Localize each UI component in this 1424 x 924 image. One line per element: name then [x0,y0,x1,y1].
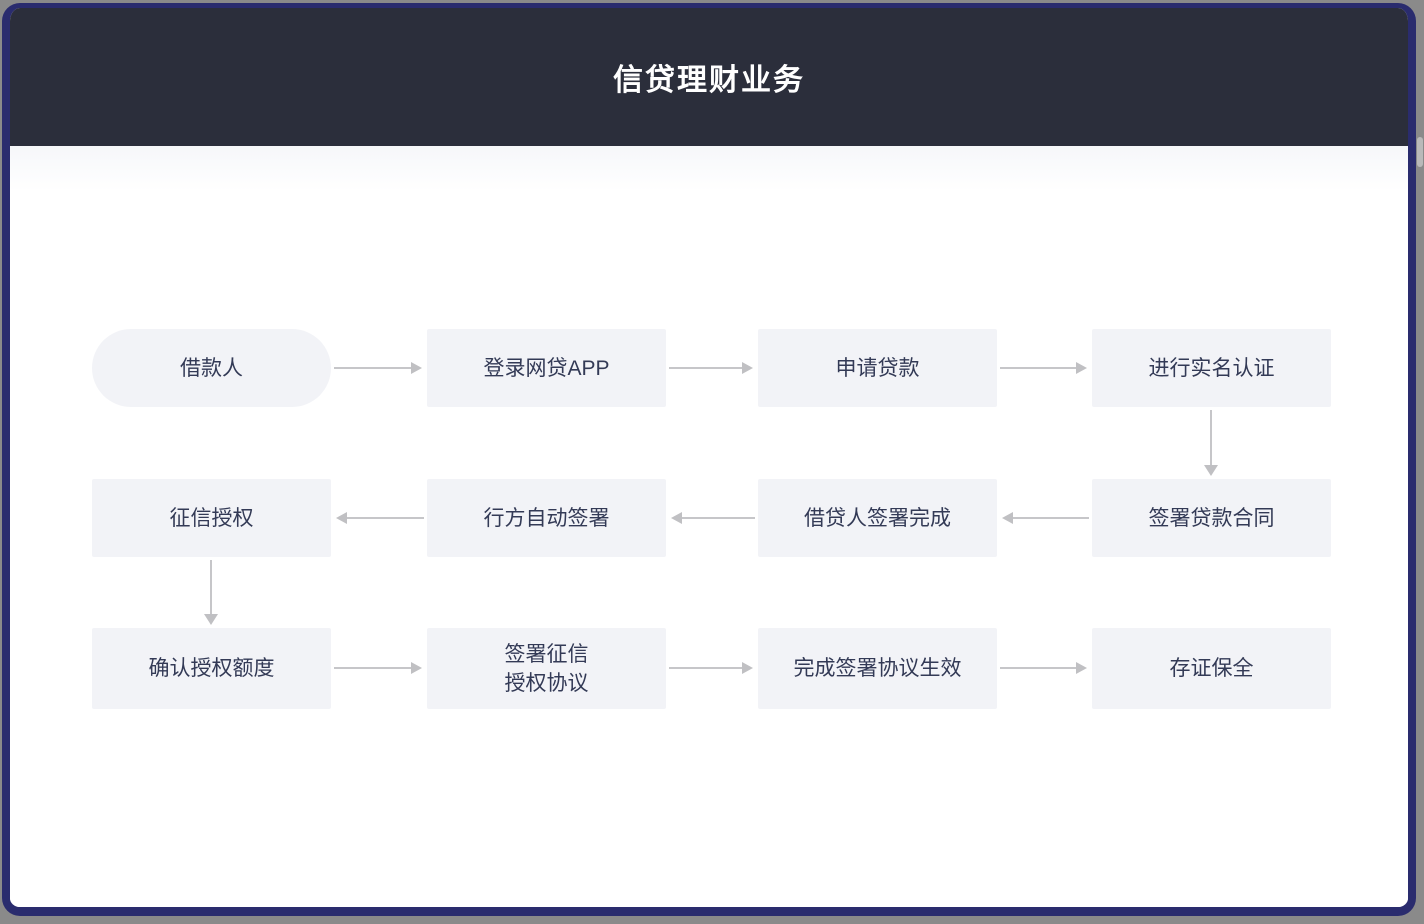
arrow-bank-auto-sign-to-credit-authorization-icon [336,512,424,524]
page-title: 信贷理财业务 [613,64,805,97]
title-bar: 信贷理财业务 [10,8,1408,146]
node-label: 行方自动签署 [483,506,610,530]
node-borrower: 借款人 [92,329,331,407]
node-login-app: 登录网贷APP [427,329,666,407]
arrow-apply-loan-to-real-name-auth-icon [1000,362,1087,374]
app-window: 信贷理财业务 借款人 登录网贷APP 申请贷款 进行实名认证 征信授权 行方自动… [2,3,1416,916]
node-evidence-preservation: 存证保全 [1092,628,1331,709]
node-credit-authorization: 征信授权 [92,479,331,557]
node-label: 签署征信 授权协议 [504,642,589,695]
node-label: 进行实名认证 [1148,356,1275,380]
node-label: 借贷人签署完成 [804,506,951,530]
node-borrower-sign-done: 借贷人签署完成 [758,479,997,557]
node-real-name-auth: 进行实名认证 [1092,329,1331,407]
node-apply-loan: 申请贷款 [758,329,997,407]
node-label: 申请贷款 [835,356,920,380]
arrow-real-name-auth-to-sign-loan-contract-icon [1204,410,1218,476]
arrow-borrower-sign-done-to-bank-auto-sign-icon [671,512,755,524]
arrow-sign-credit-agreement-to-agreement-effective-icon [669,662,753,674]
node-label: 确认授权额度 [148,657,275,680]
node-confirm-credit-limit: 确认授权额度 [92,628,331,709]
arrow-confirm-credit-limit-to-sign-credit-agreement-icon [334,662,422,674]
node-label: 征信授权 [169,506,254,530]
arrow-agreement-effective-to-evidence-preservation-icon [1000,662,1087,674]
node-bank-auto-sign: 行方自动签署 [427,479,666,557]
scrollbar-thumb[interactable] [1417,137,1423,167]
node-agreement-effective: 完成签署协议生效 [758,628,997,709]
node-label: 存证保全 [1169,657,1254,680]
node-label: 借款人 [180,356,243,380]
node-sign-loan-contract: 签署贷款合同 [1092,479,1331,557]
node-label: 签署贷款合同 [1148,506,1275,530]
node-sign-credit-agreement: 签署征信 授权协议 [427,628,666,709]
node-label: 完成签署协议生效 [793,657,962,680]
arrow-login-app-to-apply-loan-icon [669,362,753,374]
arrow-sign-loan-contract-to-borrower-sign-done-icon [1002,512,1089,524]
node-label: 登录网贷APP [483,356,610,380]
arrow-credit-authorization-to-confirm-credit-limit-icon [204,560,218,625]
flowchart-canvas: 借款人 登录网贷APP 申请贷款 进行实名认证 征信授权 行方自动签署 借贷人签… [10,146,1408,907]
arrow-borrower-to-login-app-icon [334,362,422,374]
